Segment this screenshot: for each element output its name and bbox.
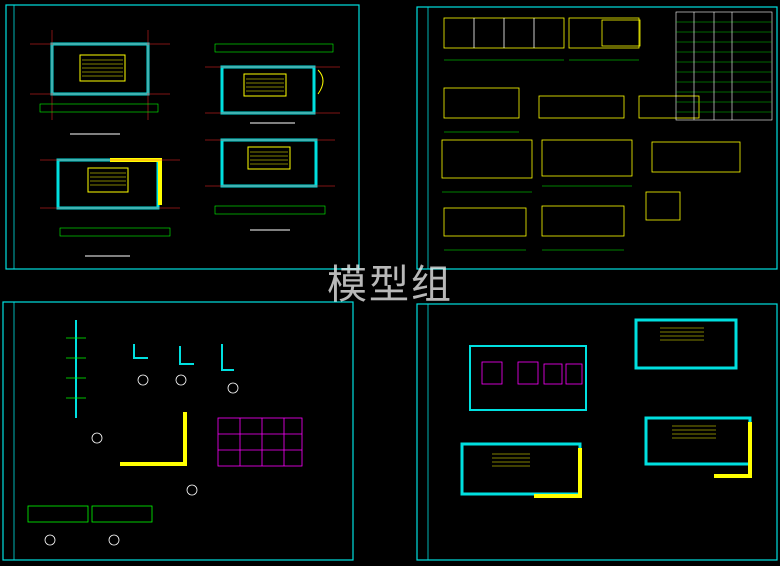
door-window-schedule (675, 11, 773, 121)
stair-plan-c (644, 416, 752, 478)
window-details-drawing (416, 6, 778, 270)
window-details-sheet (414, 0, 780, 275)
stair-plans-sheet (0, 0, 365, 272)
stair-plan-a (634, 318, 738, 370)
stair-plans-drawing (5, 4, 360, 270)
wall-details-sheet (0, 298, 358, 566)
toilet-stair-sheet (414, 298, 780, 566)
stair-plan-top-right (205, 43, 340, 124)
grid-detail (217, 417, 303, 467)
stair-plan-b (460, 442, 582, 498)
wall-section-details (66, 320, 239, 496)
window-elevations (441, 17, 741, 251)
stair-plan-top-left (30, 30, 170, 135)
toilet-plan (469, 345, 587, 411)
stair-plan-bottom-left (40, 158, 180, 257)
railing-details (27, 505, 153, 546)
wall-details-drawing (2, 301, 354, 561)
toilet-stair-drawing (416, 303, 778, 561)
stair-plan-bottom-right (205, 138, 335, 231)
